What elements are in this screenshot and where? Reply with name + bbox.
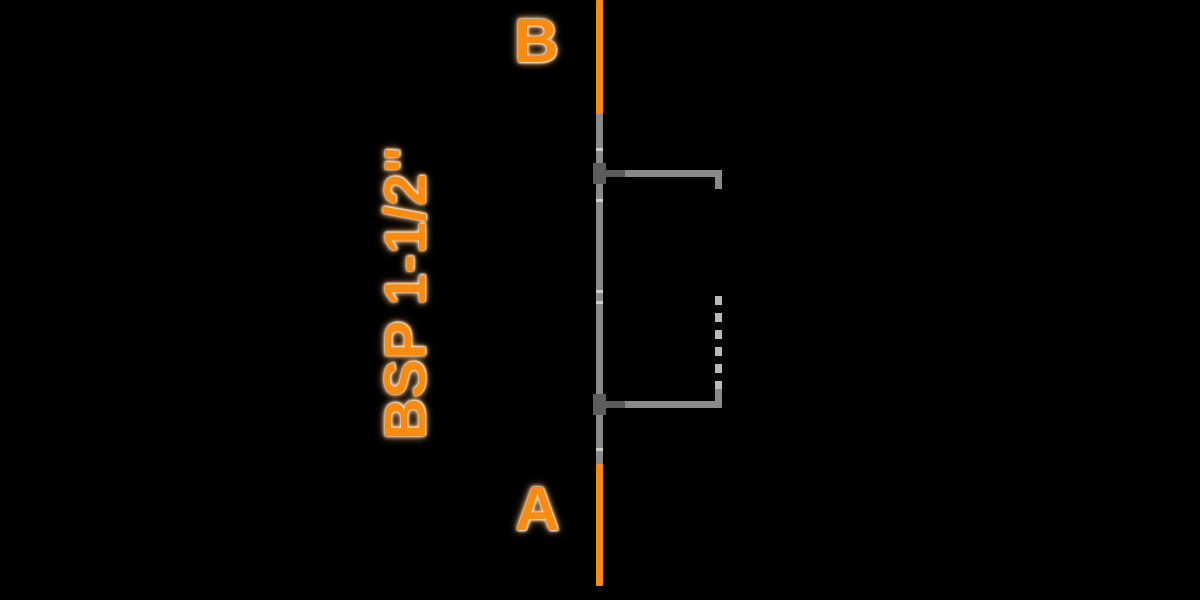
- upper-leader-line: [625, 170, 722, 177]
- port-label-b: B: [514, 7, 559, 76]
- lower-leader-line: [625, 401, 722, 408]
- axis-joint-mark: [596, 148, 603, 151]
- lower-leader-end-tick: [715, 389, 722, 405]
- axis-gray-middle-segment: [596, 114, 603, 464]
- axis-orange-top-segment: [596, 0, 603, 114]
- axis-orange-bottom-segment: [596, 464, 603, 586]
- axis-joint-mark: [596, 448, 603, 451]
- axis-joint-mark: [596, 199, 603, 202]
- thread-size-label: BSP 1-1/2": [373, 145, 439, 441]
- port-label-a: A: [515, 475, 560, 544]
- axis-joint-mark: [596, 290, 603, 293]
- upper-leader-stub: [599, 170, 637, 177]
- axis-joint-mark: [596, 301, 603, 304]
- dashed-connector-line: [715, 296, 722, 400]
- lower-leader-stub: [599, 401, 637, 408]
- upper-leader-end-tick: [715, 170, 722, 189]
